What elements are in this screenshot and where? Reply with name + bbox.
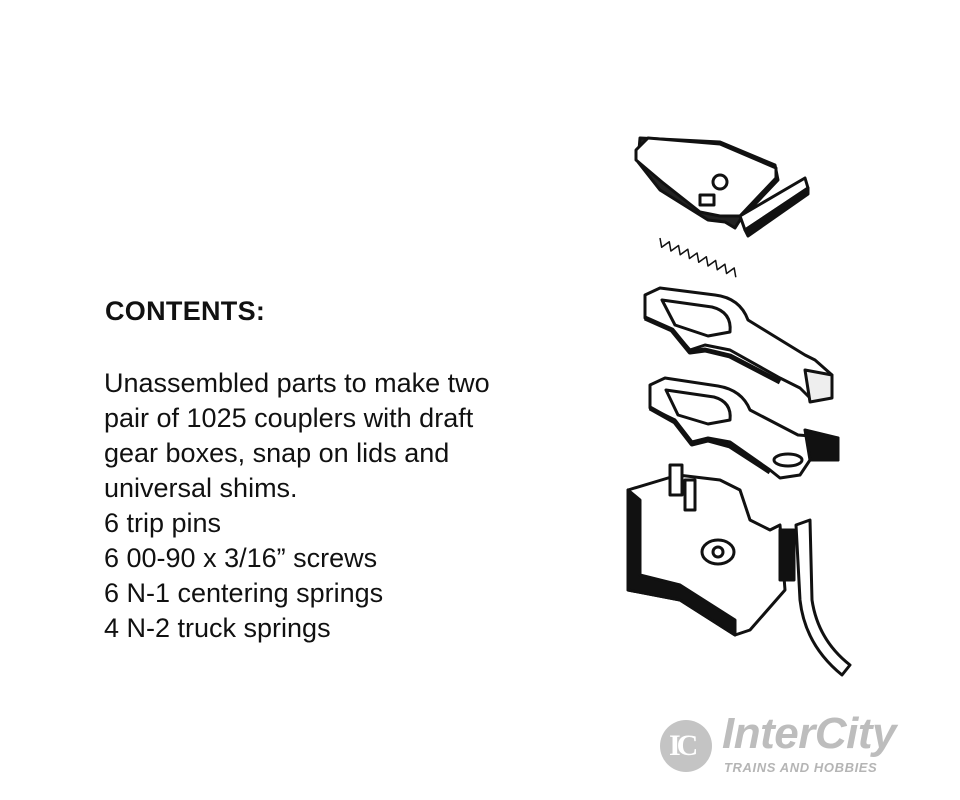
contents-line: pair of 1025 couplers with draft: [104, 403, 474, 433]
contents-line: universal shims.: [104, 473, 298, 503]
coupler-parts-illustration: [626, 136, 852, 677]
coupler-part-lower: [648, 376, 840, 480]
draft-gear-box: [626, 463, 796, 637]
contents-heading: CONTENTS:: [105, 296, 266, 326]
contents-line: 4 N-2 truck springs: [104, 613, 331, 643]
shim-part: [794, 518, 852, 677]
coupler-part-upper: [643, 286, 834, 404]
intercity-logo: IC InterCity TRAINS AND HOBBIES: [660, 712, 940, 780]
spring-part: [659, 237, 737, 278]
contents-line: 6 00-90 x 3/16” screws: [104, 543, 378, 573]
contents-line: 6 N-1 centering springs: [104, 578, 384, 608]
contents-list: Unassembled parts to make two pair of 10…: [104, 366, 490, 646]
logo-tagline: TRAINS AND HOBBIES: [724, 760, 878, 775]
contents-line: gear boxes, snap on lids and: [104, 438, 450, 468]
logo-name: InterCity: [722, 709, 896, 758]
contents-line: Unassembled parts to make two: [104, 368, 490, 398]
logo-monogram: IC: [669, 729, 698, 762]
lid-part: [634, 136, 810, 238]
contents-line: 6 trip pins: [104, 508, 222, 538]
ic-monogram-icon: IC: [660, 720, 712, 772]
